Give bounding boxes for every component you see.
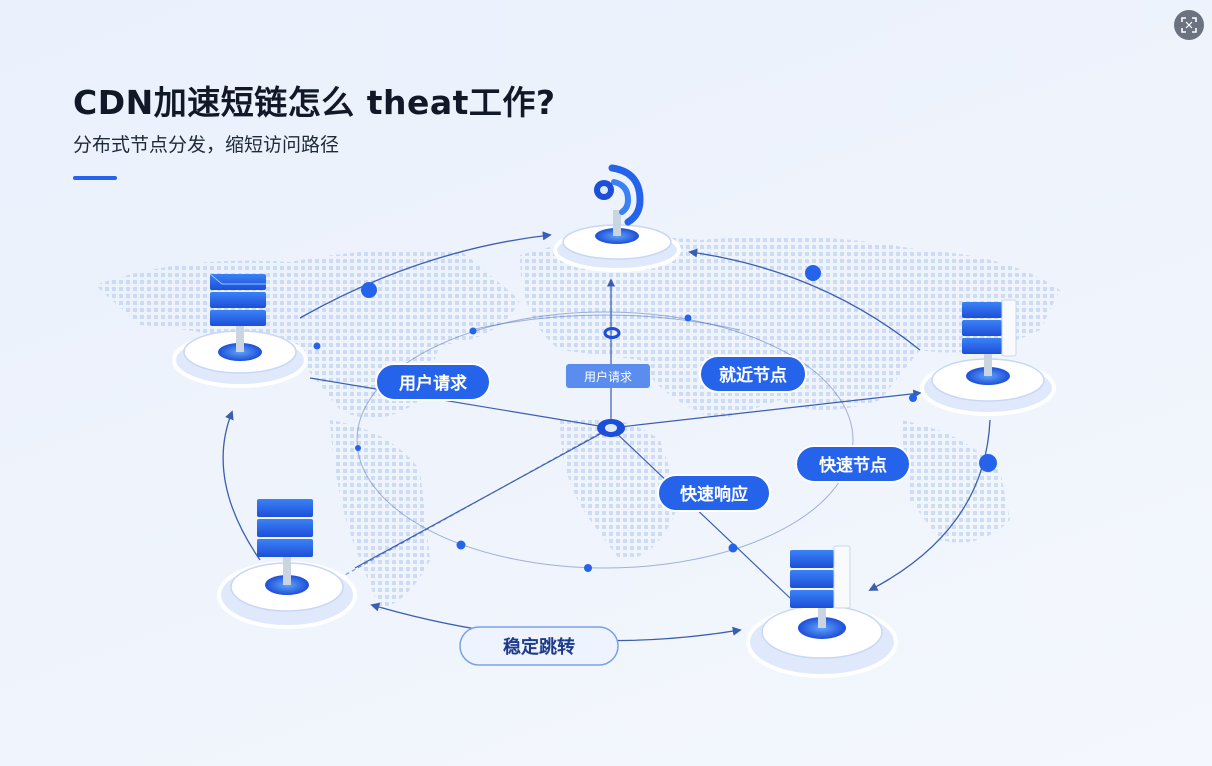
svg-text:用户请求: 用户请求 [584, 369, 632, 384]
svg-text:用户请求: 用户请求 [399, 373, 467, 394]
server-rack-icon [962, 299, 1017, 357]
title-accent-bar [73, 176, 117, 180]
edge-node-bottom-left [217, 499, 357, 629]
hub-spokes [309, 278, 922, 599]
svg-text:快速节点: 快速节点 [819, 455, 887, 476]
edge-node-bottom-right [746, 545, 898, 678]
fit-screen-button[interactable] [1174, 10, 1204, 40]
server-rack-icon [209, 273, 266, 326]
edge-node-right [920, 299, 1056, 416]
svg-text:稳定跳转: 稳定跳转 [503, 636, 575, 658]
svg-text:就近节点: 就近节点 [719, 365, 787, 386]
central-hub [597, 327, 625, 437]
label-fast-response: 快速响应 [657, 474, 771, 512]
page-subtitle: 分布式节点分发，缩短访问路径 [73, 134, 340, 156]
page-title: CDN加速短链怎么 theat工作? [73, 83, 556, 122]
inner-orbit [356, 311, 854, 569]
label-stable-redirect: 稳定跳转 [459, 626, 619, 666]
outer-ring [222, 231, 991, 642]
wifi-signal-icon [594, 164, 644, 226]
label-user-request: 用户请求 [375, 363, 491, 401]
inner-arc [469, 314, 741, 331]
fit-screen-icon [1181, 17, 1197, 33]
label-user-request-small: 用户请求 [566, 364, 650, 388]
server-rack-icon [790, 545, 851, 609]
edge-node-top-left [172, 273, 308, 388]
svg-text:快速响应: 快速响应 [680, 484, 748, 505]
server-rack-icon [257, 499, 313, 557]
origin-node [553, 164, 681, 272]
label-nearest-node: 就近节点 [699, 355, 807, 393]
label-fast-node: 快速节点 [795, 445, 911, 483]
